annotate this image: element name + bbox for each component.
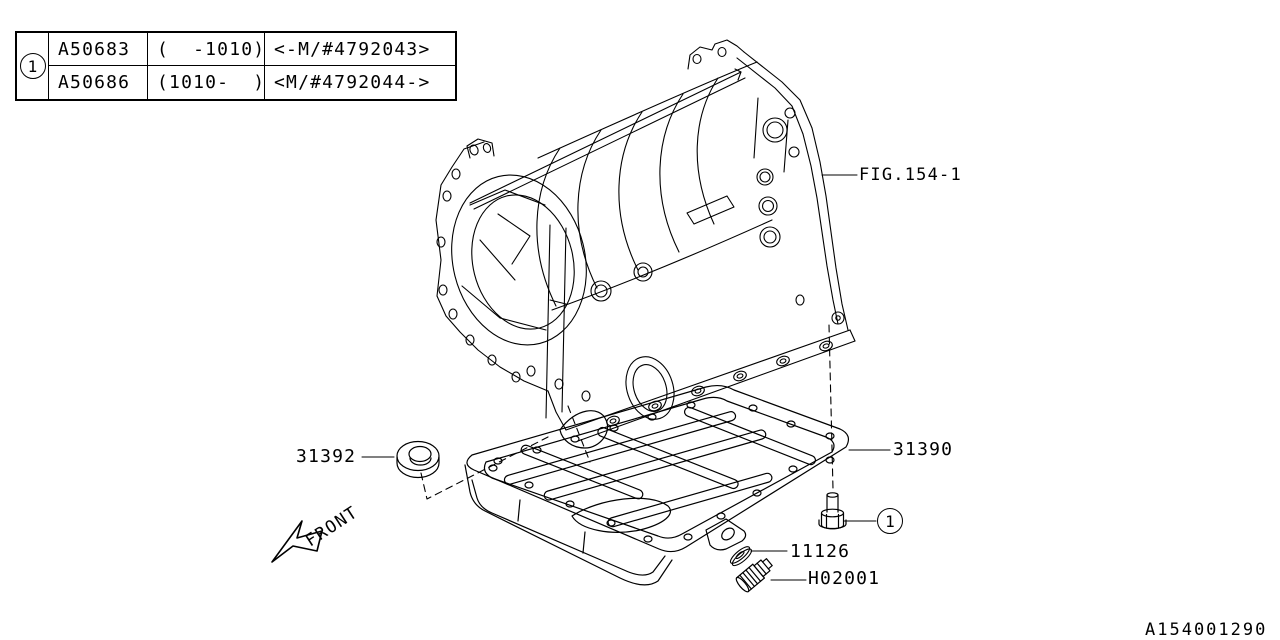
leader-lines — [361, 174, 891, 581]
table-callout-cell: 1 — [17, 33, 48, 99]
part-label-drain-plug: H02001 — [808, 568, 881, 589]
front-arrow-icon — [271, 520, 323, 563]
callout-1-bolt-badge: 1 — [877, 508, 903, 534]
part-label-seal-ring: 31392 — [296, 446, 357, 467]
table-cell-applicability: ( -1010) — [147, 33, 264, 66]
table-cell-applicability: (1010- ) — [147, 66, 264, 99]
transmission-case-drawing — [435, 39, 856, 442]
seal-ring-drawing — [396, 440, 440, 479]
table-cell-part-no: A50683 — [48, 33, 147, 66]
drain-plug-gasket-drawing — [729, 546, 753, 567]
table-cell-model-range: <M/#4792044-> — [264, 66, 455, 99]
figure-reference-label: FIG.154-1 — [859, 165, 962, 185]
part-label-gasket: 11126 — [790, 541, 851, 562]
callout-1-badge: 1 — [19, 53, 46, 79]
applicability-table: 1 A50683 ( -1010) <-M/#4792043> A50686 (… — [15, 31, 457, 101]
table-cell-model-range: <-M/#4792043> — [264, 33, 455, 66]
part-label-oil-pan: 31390 — [893, 439, 954, 460]
table-cell-part-no: A50686 — [48, 66, 147, 99]
pan-bolt-drawing — [818, 492, 847, 530]
drain-plug-drawing — [735, 558, 773, 593]
drawing-id: A154001290 — [1145, 620, 1268, 640]
assembly-alignment-dashed-lines — [420, 324, 834, 500]
